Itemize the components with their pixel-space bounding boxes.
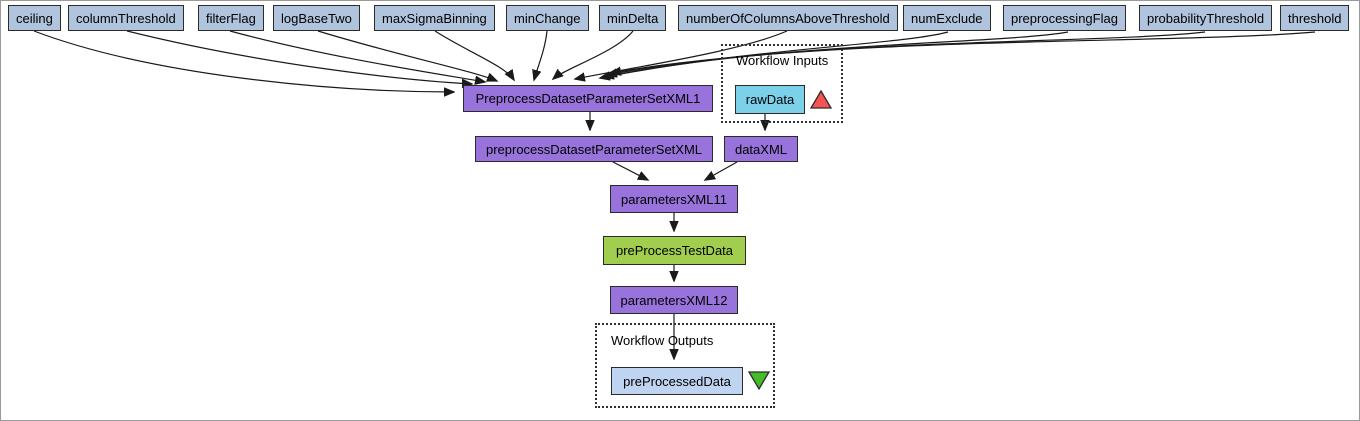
workflow-inputs-title: Workflow Inputs bbox=[736, 53, 829, 68]
node-probabilitythreshold[interactable]: probabilityThreshold bbox=[1139, 5, 1273, 31]
input-port-marker-icon bbox=[809, 89, 833, 109]
node-numexclude[interactable]: numExclude bbox=[903, 5, 991, 31]
node-rawdata[interactable]: rawData bbox=[735, 85, 805, 114]
node-ceiling[interactable]: ceiling bbox=[8, 5, 61, 31]
node-columnthreshold[interactable]: columnThreshold bbox=[68, 5, 184, 31]
node-parametersxml12[interactable]: parametersXML12 bbox=[610, 286, 738, 314]
node-dataxml[interactable]: dataXML bbox=[724, 136, 798, 162]
node-parametersxml11[interactable]: parametersXML11 bbox=[610, 185, 738, 213]
output-port-marker-icon bbox=[747, 371, 771, 391]
edge-preprocess2-parametersxml11 bbox=[612, 161, 648, 180]
edge-mindelta-preprocess1 bbox=[553, 30, 634, 79]
edge-filterflag-preprocess1 bbox=[229, 30, 485, 82]
node-preprocesstestdata[interactable]: preProcessTestData bbox=[603, 236, 746, 265]
edge-threshold-preprocess1 bbox=[611, 31, 1316, 73]
edge-probabilitythreshold-preprocess1 bbox=[607, 31, 1206, 75]
node-minchange[interactable]: minChange bbox=[506, 5, 589, 31]
node-logbasetwo[interactable]: logBaseTwo bbox=[273, 5, 360, 31]
node-preprocessingflag[interactable]: preprocessingFlag bbox=[1003, 5, 1126, 31]
edge-ceiling-preprocess1 bbox=[33, 30, 454, 92]
node-preprocesseddata[interactable]: preProcessedData bbox=[611, 367, 743, 395]
workflow-inputs-group: Workflow Inputs rawData bbox=[721, 44, 843, 123]
node-preprocess-dataset-parameter-set-xml1[interactable]: PreprocessDatasetParameterSetXML1 bbox=[463, 85, 713, 112]
workflow-outputs-group: Workflow Outputs preProcessedData bbox=[595, 323, 775, 408]
node-maxsigmabinning[interactable]: maxSigmaBinning bbox=[374, 5, 495, 31]
edge-dataxml-parametersxml11 bbox=[705, 161, 738, 180]
edge-minchange-preprocess1 bbox=[534, 30, 548, 80]
workflow-outputs-title: Workflow Outputs bbox=[611, 333, 714, 348]
node-preprocess-dataset-parameter-set-xml[interactable]: preprocessDatasetParameterSetXML bbox=[475, 136, 713, 162]
node-numberofcolumnsabovethreshold[interactable]: numberOfColumnsAboveThreshold bbox=[678, 5, 898, 31]
edge-columnthreshold-preprocess1 bbox=[126, 30, 472, 84]
edge-logbasetwo-preprocess1 bbox=[317, 30, 497, 81]
node-threshold[interactable]: threshold bbox=[1280, 5, 1350, 31]
edge-preprocessingflag-preprocess1 bbox=[604, 31, 1069, 77]
edge-maxsigmabinning-preprocess1 bbox=[434, 30, 514, 80]
node-filterflag[interactable]: filterFlag bbox=[198, 5, 264, 31]
node-mindelta[interactable]: minDelta bbox=[599, 5, 667, 31]
